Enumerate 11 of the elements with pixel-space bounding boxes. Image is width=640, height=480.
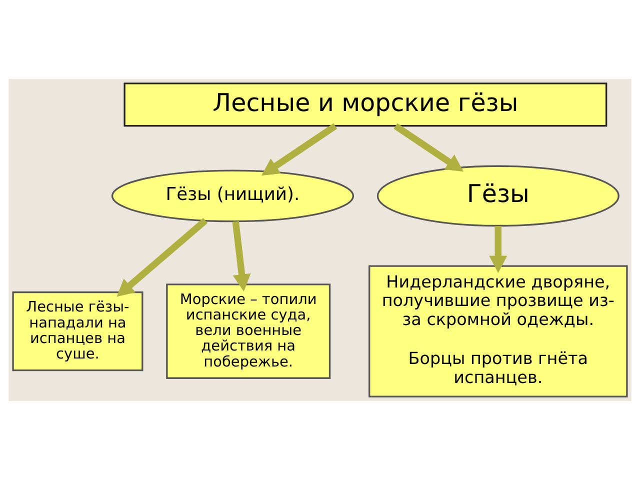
arrow xyxy=(489,226,508,274)
node-box: Нидерландские дворяне, получившие прозвище из-за скромной одежды. Борцы против гнёта испанцев. xyxy=(368,265,628,398)
node-box: Морские – топили испанские суда, вели военные действия на побережье. xyxy=(166,284,331,379)
node-box: Лесные гёзы- нападали на испанцев на суше. xyxy=(12,291,144,372)
arrow xyxy=(394,123,464,172)
arrow xyxy=(261,123,338,176)
node-ellipse: Гёзы (нищий). xyxy=(111,170,354,222)
node-ellipse: Гёзы xyxy=(376,165,620,227)
arrow xyxy=(232,221,251,292)
node-box: Лесные и морские гёзы xyxy=(124,82,608,127)
arrow xyxy=(116,218,208,297)
